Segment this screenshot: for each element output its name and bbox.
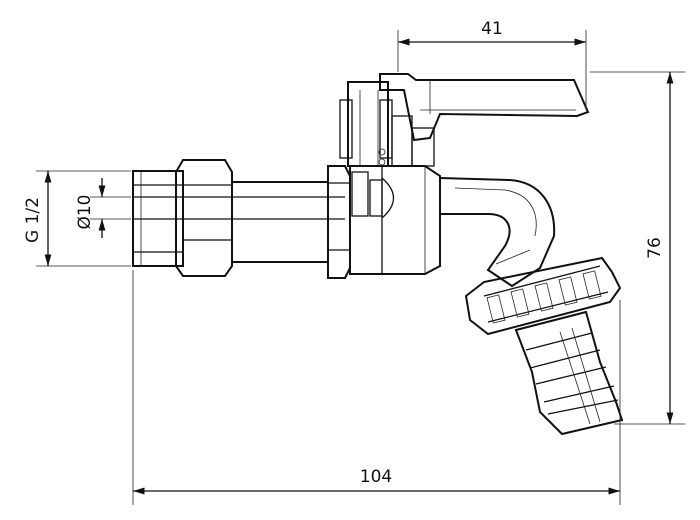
dim-lever-width: 41 bbox=[397, 19, 587, 110]
dim-total-length: 104 bbox=[132, 270, 621, 505]
dim-label-bore: Ø10 bbox=[75, 194, 95, 229]
dim-label-76: 76 bbox=[645, 237, 665, 259]
dim-label-thread: G 1/2 bbox=[23, 197, 43, 243]
dim-label-104: 104 bbox=[360, 467, 392, 487]
dim-label-41: 41 bbox=[481, 19, 503, 39]
hose-barb bbox=[514, 310, 624, 436]
dim-bore: Ø10 bbox=[75, 178, 131, 238]
dim-thread: G 1/2 bbox=[23, 170, 131, 267]
valve-stem bbox=[339, 81, 435, 167]
lever-handle bbox=[379, 73, 590, 142]
dim-total-height: 76 bbox=[590, 71, 685, 425]
hose-connector-nut bbox=[464, 256, 622, 336]
spout bbox=[439, 176, 556, 288]
valve-body bbox=[132, 159, 441, 279]
